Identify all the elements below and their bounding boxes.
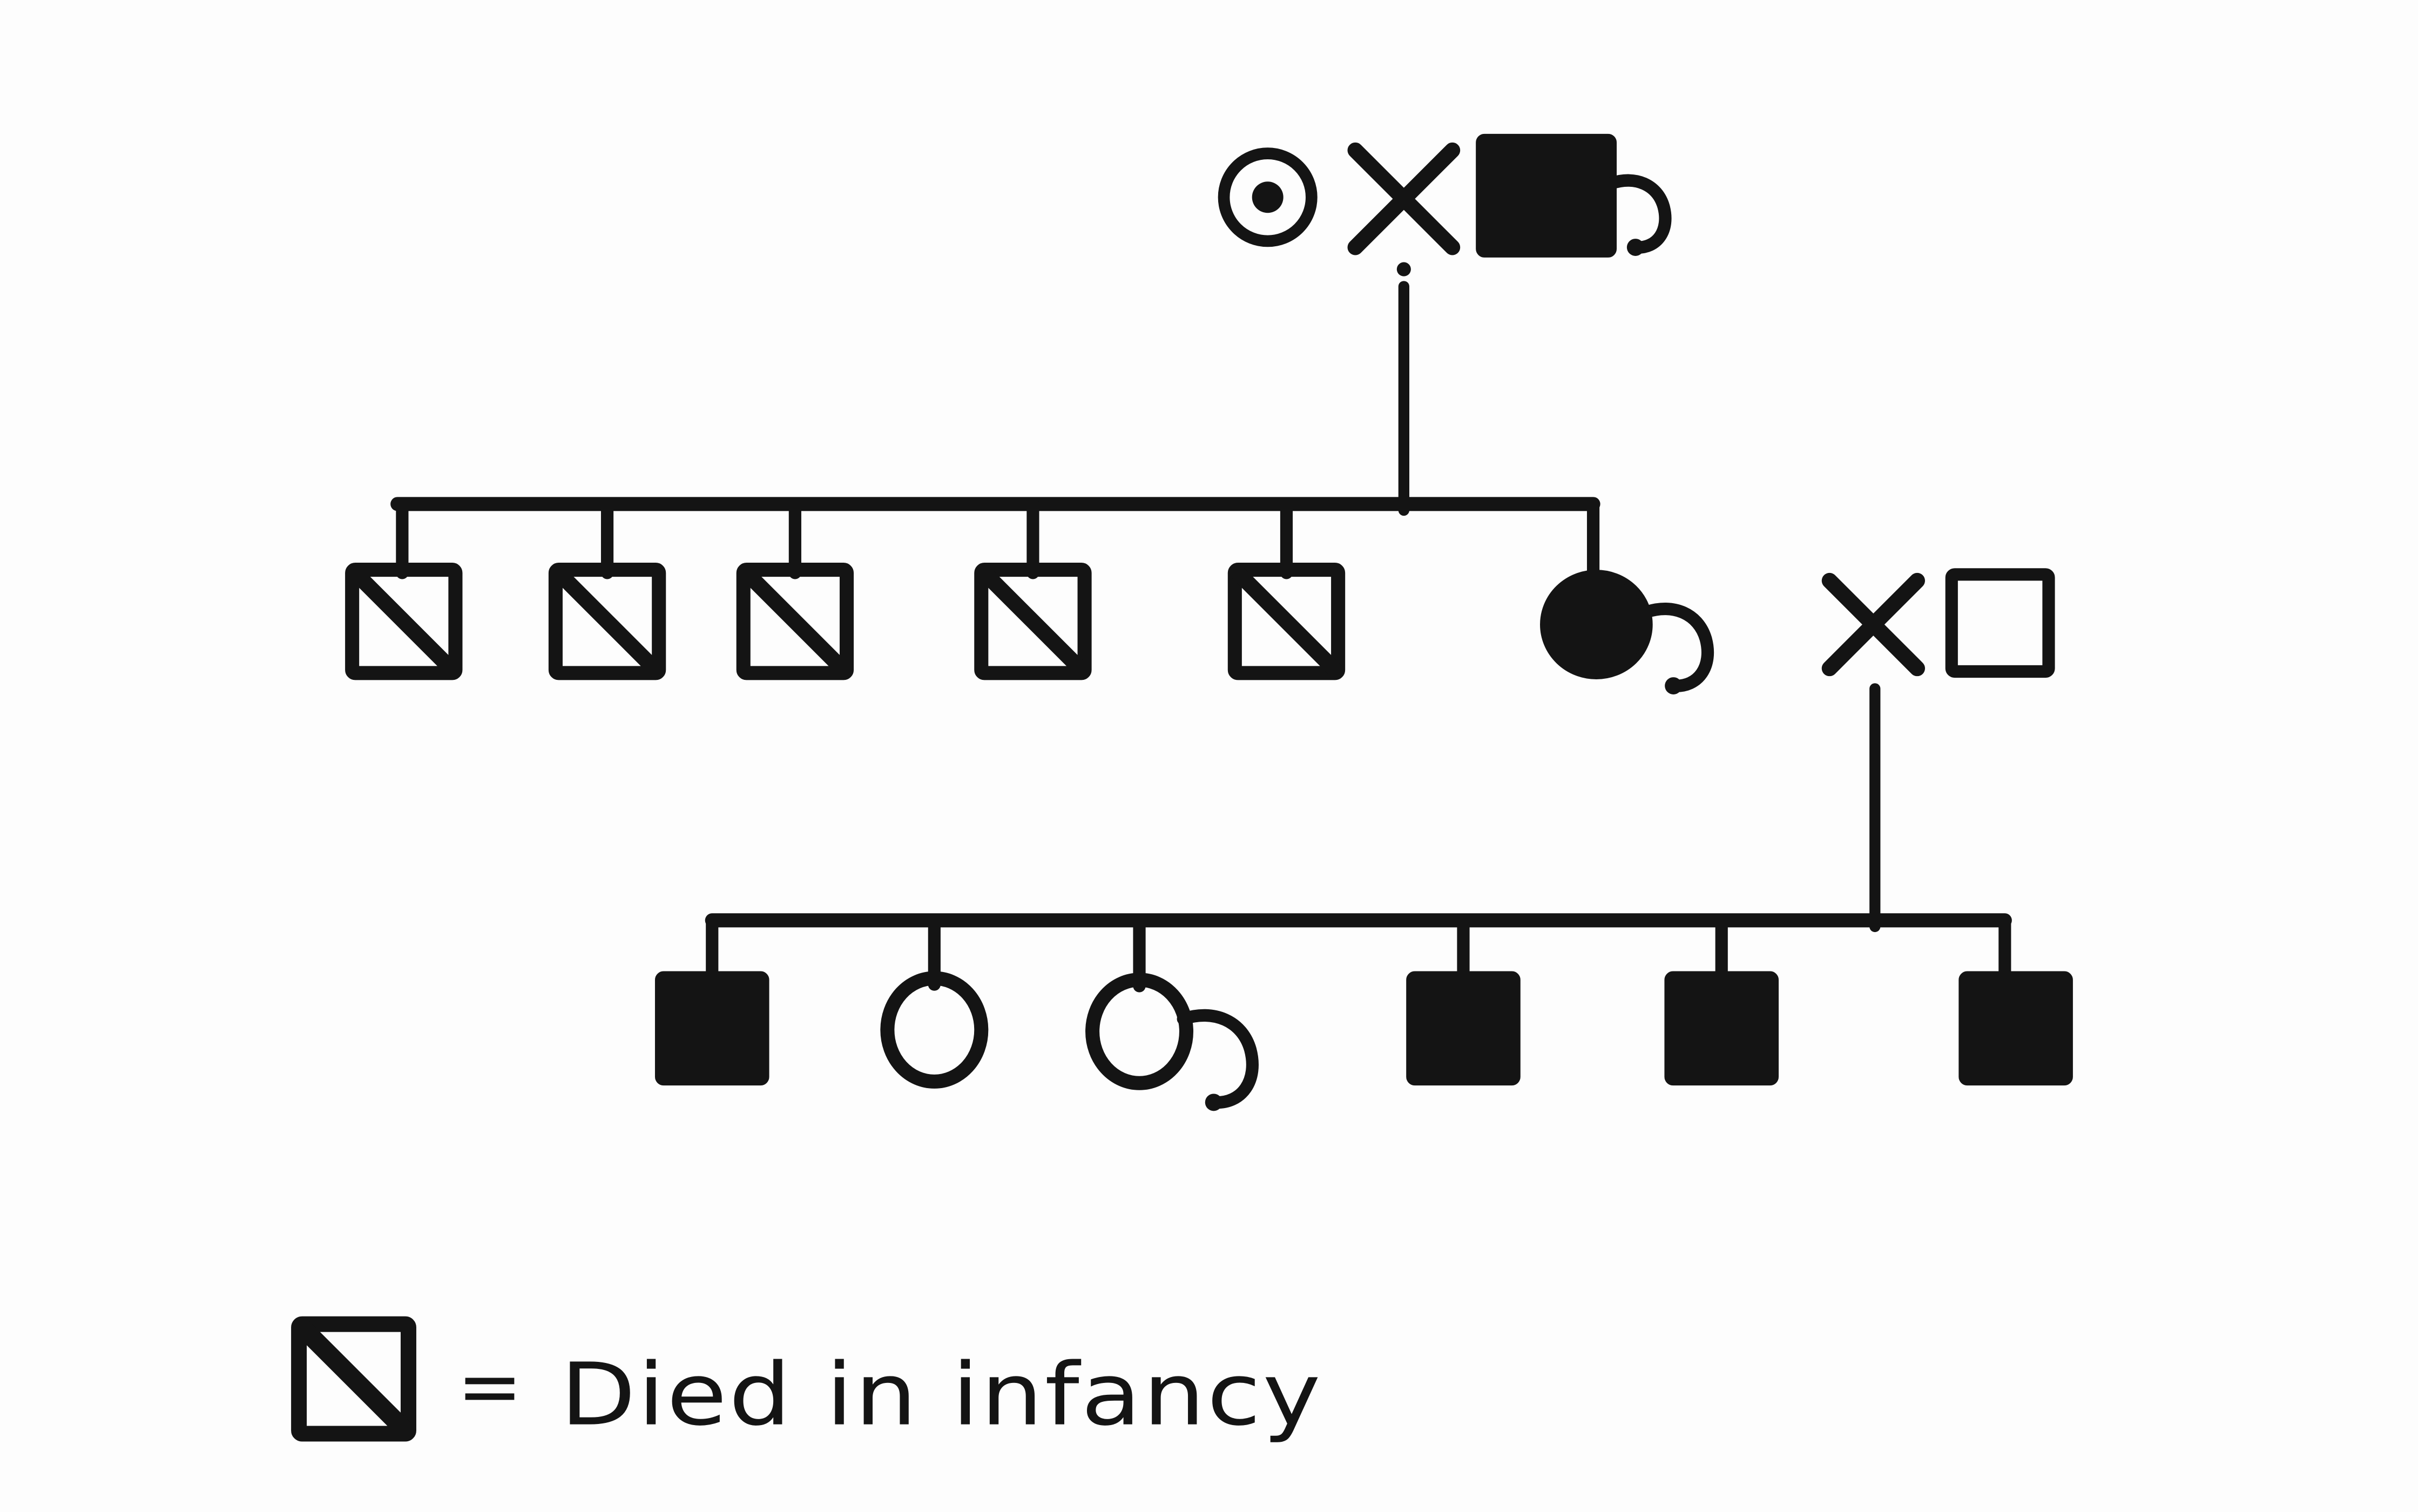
symbol-I-2-square-filled [1476, 133, 1672, 258]
legend-equals-sign: = [457, 1341, 522, 1432]
open-circle [1085, 973, 1194, 1090]
symbol-I-1-circle-dot [1218, 147, 1318, 247]
pedigree-diagram [345, 133, 2073, 1111]
filled-circle [1540, 570, 1653, 679]
slash [347, 565, 461, 678]
symbol-II-2-square-slashed [548, 563, 666, 680]
hook-tip [1665, 677, 1683, 694]
mating-x-strokes [1347, 142, 1461, 255]
open-square [736, 563, 854, 680]
symbol-III-1-square-filled [654, 971, 769, 1086]
filled-square [1664, 971, 1779, 1086]
symbol-III-3-circle-open [1085, 973, 1259, 1111]
open-square [974, 563, 1092, 680]
symbol-II-7-square-open [1945, 568, 2055, 678]
symbol-II-4-square-slashed [974, 563, 1092, 680]
slash [739, 565, 852, 678]
symbol-III-5-square-filled [1664, 971, 1779, 1086]
carrier-outer-circle [1218, 147, 1318, 247]
open-circle [880, 971, 989, 1089]
slash [551, 565, 664, 678]
carrier-center-dot [1252, 181, 1284, 213]
slash [1230, 565, 1343, 678]
hook-mark [1605, 174, 1672, 254]
generation-I [1218, 133, 1672, 258]
filled-square [654, 971, 769, 1086]
legend-label: Died in infancy [560, 1345, 1323, 1445]
symbol-III-6-square-filled [1958, 971, 2073, 1086]
legend-died-in-infancy-symbol [291, 1316, 416, 1442]
open-square [548, 563, 666, 680]
descent-gap-dot-1 [1396, 262, 1411, 276]
symbol-I-mating-x-cross [1347, 142, 1461, 255]
hook-mark [1177, 1009, 1259, 1109]
generation-III [654, 971, 2073, 1111]
mating-x-strokes [1821, 572, 1926, 677]
symbol-III-4-square-filled [1406, 971, 1521, 1086]
symbol-II-5-square-slashed [1227, 563, 1346, 680]
symbol-III-2-circle-open [880, 971, 989, 1089]
legend: = Died in infancy [291, 1316, 1323, 1445]
slash [976, 565, 1090, 678]
filled-square [1406, 971, 1521, 1086]
symbol-II-3-square-slashed [736, 563, 854, 680]
symbol-II-1-square-slashed [345, 563, 463, 680]
hook-mark [1640, 602, 1714, 692]
hook-tip [1205, 1094, 1222, 1111]
open-square [291, 1316, 416, 1442]
slash [292, 1318, 415, 1440]
open-square [1227, 563, 1346, 680]
hook-tip [1626, 239, 1644, 256]
filled-square [1958, 971, 2073, 1086]
open-square [345, 563, 463, 680]
generation-II [345, 563, 2055, 694]
filled-square [1476, 133, 1617, 258]
symbol-II-mating-x-cross [1821, 572, 1926, 677]
symbol-II-6-circle-filled [1540, 570, 1714, 694]
open-square [1945, 568, 2055, 678]
